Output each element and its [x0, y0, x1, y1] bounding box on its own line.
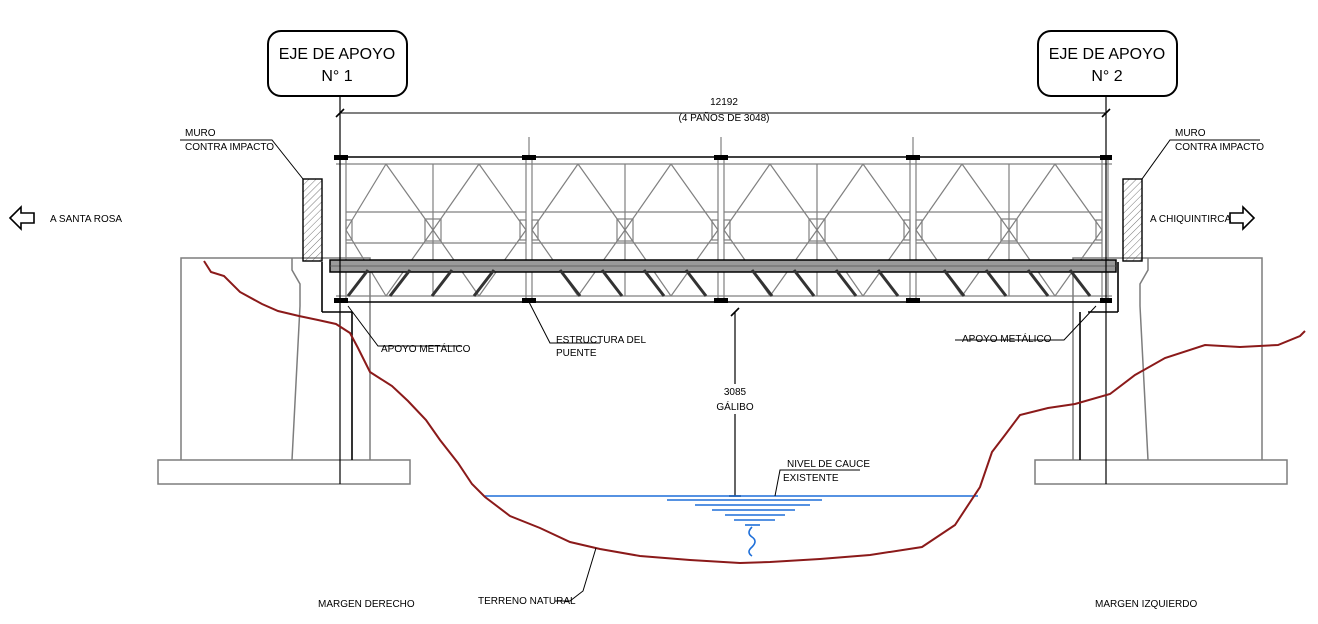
arrow-right-icon	[1229, 205, 1256, 231]
span-length: 12192	[710, 97, 738, 108]
ground-profile	[203, 260, 1306, 565]
right-abutment	[1034, 257, 1288, 485]
svg-text:GÁLIBO: GÁLIBO	[716, 400, 753, 413]
svg-text:CONTRA IMPACTO: CONTRA IMPACTO	[1175, 142, 1264, 153]
margen-derecho: MARGEN DERECHO	[318, 599, 415, 610]
callout-muro-left: MURO CONTRA IMPACTO	[180, 128, 304, 180]
svg-text:N° 1: N° 1	[321, 68, 352, 85]
svg-text:EJE DE APOYO: EJE DE APOYO	[279, 46, 395, 63]
anchor-lines	[321, 262, 1119, 460]
callout-apoyo-right: APOYO METÁLICO	[955, 305, 1097, 345]
margen-izquierdo: MARGEN IZQUIERDO	[1095, 599, 1197, 610]
svg-text:APOYO METÁLICO: APOYO METÁLICO	[381, 342, 471, 355]
bridge-truss	[334, 137, 1112, 303]
axis-label-1: EJE DE APOYO N° 1	[267, 30, 408, 97]
svg-text:CONTRA IMPACTO: CONTRA IMPACTO	[185, 142, 274, 153]
callout-nivel: NIVEL DE CAUCE EXISTENTE	[774, 459, 870, 497]
impact-wall-right	[1122, 178, 1143, 262]
svg-text:ESTRUCTURA DEL: ESTRUCTURA DEL	[556, 335, 646, 346]
callout-terreno: TERRENO NATURAL	[478, 547, 597, 607]
svg-text:N° 2: N° 2	[1091, 68, 1122, 85]
svg-text:NIVEL DE CAUCE: NIVEL DE CAUCE	[787, 459, 870, 470]
water-level	[485, 495, 978, 557]
span-detail: (4 PAÑOS DE 3048)	[679, 111, 770, 124]
svg-text:A CHIQUINTIRCA: A CHIQUINTIRCA	[1150, 214, 1231, 225]
svg-text:PUENTE: PUENTE	[556, 348, 597, 359]
support-axes	[339, 96, 1107, 484]
svg-text:EXISTENTE: EXISTENTE	[783, 473, 839, 484]
svg-text:TERRENO NATURAL: TERRENO NATURAL	[478, 596, 576, 607]
impact-wall-left	[302, 178, 323, 262]
svg-text:3085: 3085	[724, 387, 747, 398]
arrow-left-icon	[8, 205, 35, 231]
svg-text:MURO: MURO	[1175, 128, 1206, 139]
svg-text:A SANTA ROSA: A SANTA ROSA	[50, 214, 122, 225]
axis-label-2: EJE DE APOYO N° 2	[1037, 30, 1178, 97]
svg-text:EJE DE APOYO: EJE DE APOYO	[1049, 46, 1165, 63]
bridge-deck	[329, 259, 1117, 297]
svg-text:MURO: MURO	[185, 128, 216, 139]
callout-apoyo-left: APOYO METÁLICO	[347, 305, 471, 355]
direction-left: A SANTA ROSA	[8, 205, 122, 231]
left-abutment	[157, 257, 411, 485]
direction-right: A CHIQUINTIRCA	[1150, 205, 1256, 231]
span-dimension: 12192 (4 PAÑOS DE 3048)	[335, 97, 1111, 124]
callout-muro-right: MURO CONTRA IMPACTO	[1141, 128, 1264, 180]
callout-estructura: ESTRUCTURA DEL PUENTE	[528, 301, 646, 359]
svg-text:APOYO METÁLICO: APOYO METÁLICO	[962, 332, 1052, 345]
clearance-dimension: 3085 GÁLIBO	[716, 307, 754, 497]
